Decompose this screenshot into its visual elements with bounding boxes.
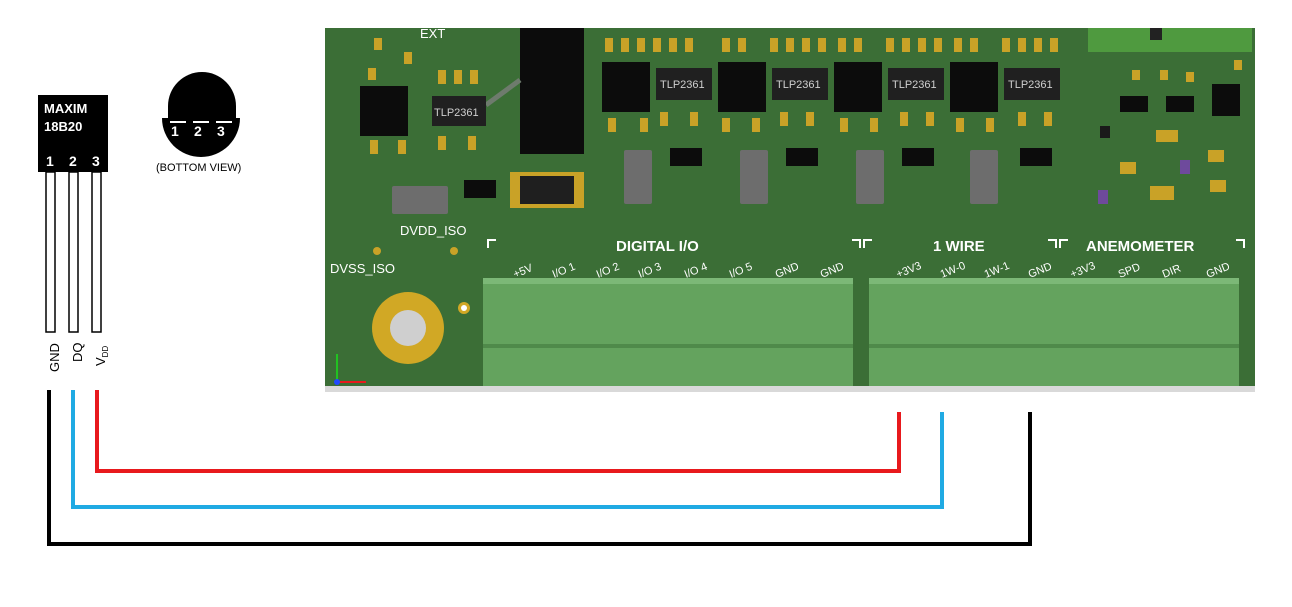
sensor-brand: MAXIM	[44, 101, 87, 116]
bottom-view-pin-3: 3	[217, 123, 225, 139]
bottom-view-pin-1: 1	[171, 123, 179, 139]
dvdd-label: DVDD_ISO	[400, 223, 466, 238]
wire-vdd	[95, 390, 901, 473]
wires	[47, 390, 1032, 546]
section-anemometer: ANEMOMETER	[1086, 238, 1195, 255]
sensor-bottom-view-outline	[162, 118, 240, 157]
section-one-wire: 1 WIRE	[933, 238, 985, 255]
ds18b20-sensor: MAXIM 18B20 1 2 3 GND DQ VDD 1 2 3 (BOTT…	[38, 72, 241, 372]
wire-gnd	[47, 390, 1032, 546]
mounting-hole	[372, 292, 470, 364]
one-wire-anemometer-connector	[869, 278, 1239, 386]
opto-label-4: TLP2361	[892, 79, 937, 91]
sensor-lead-dq	[68, 171, 79, 333]
wire-dq	[71, 390, 944, 509]
sensor-pin-number-2: 2	[69, 153, 77, 169]
sensor-pin-label-vdd: VDD	[93, 346, 110, 366]
ext-label: EXT	[420, 26, 445, 41]
sensor-pin-number-1: 1	[46, 153, 54, 169]
bottom-view-caption: (BOTTOM VIEW)	[156, 162, 241, 174]
sensor-lead-gnd	[45, 171, 56, 333]
optocoupler-row: TLP2361 TLP2361 TLP2361 TLP2361	[602, 62, 1060, 112]
sensor-model: 18B20	[44, 119, 82, 134]
sensor-pin-number-3: 3	[92, 153, 100, 169]
opto-label-5: TLP2361	[1008, 79, 1053, 91]
dvss-label: DVSS_ISO	[330, 261, 395, 276]
bottom-view-pin-2: 2	[194, 123, 202, 139]
digital-io-connector	[483, 278, 853, 386]
opto-label-3: TLP2361	[776, 79, 821, 91]
sensor-pin-label-gnd: GND	[47, 343, 62, 372]
sensor-lead-vdd	[91, 171, 102, 333]
sensor-body	[38, 95, 108, 172]
opto-label-2: TLP2361	[660, 79, 705, 91]
opto-label-1: TLP2361	[434, 107, 479, 119]
sensor-pin-label-dq: DQ	[70, 343, 85, 363]
section-digital-io: DIGITAL I/O	[616, 238, 699, 255]
pcb-board: EXT TLP2361 TLP2361 TLP2361 TLP2361 TLP2…	[325, 26, 1255, 392]
